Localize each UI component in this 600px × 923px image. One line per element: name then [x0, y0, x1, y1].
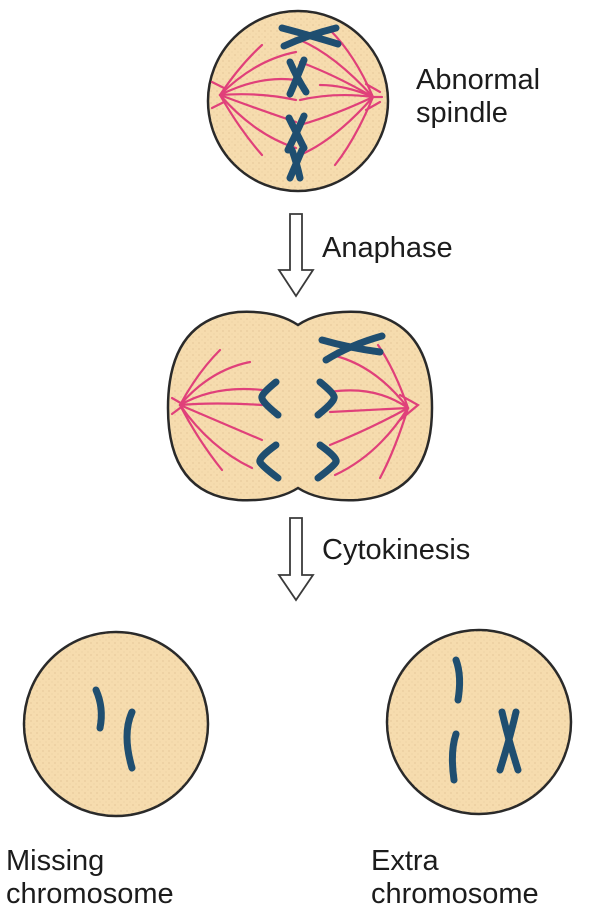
- abnormal-spindle-label-line1: Abnormal: [416, 64, 541, 96]
- cytokinesis-label: Cytokinesis: [322, 534, 471, 566]
- spindle-fibers: [210, 28, 384, 167]
- extra-chromosome-label-line1: Extra: [371, 845, 439, 877]
- missing-chromosome-label-line1: Missing: [6, 845, 105, 877]
- chromosome: [92, 686, 136, 772]
- missing-chromosome-label: Missing chromosome: [6, 845, 174, 911]
- extra-chromosome-label: Extra chromosome: [371, 845, 539, 911]
- anaphase-cell: [166, 310, 434, 502]
- abnormal-spindle-cell: [206, 9, 390, 193]
- chromosome: [278, 24, 342, 182]
- missing-chromosome-label-line2: chromosome: [6, 878, 174, 910]
- missing-chromosome-cell: [22, 630, 210, 818]
- abnormal-spindle-label: Abnormal spindle: [416, 64, 540, 130]
- anaphase-label: Anaphase: [322, 232, 453, 264]
- abnormal-spindle-label-line2: spindle: [416, 97, 508, 129]
- chromosome: [256, 332, 386, 482]
- spindle-fibers: [170, 343, 420, 480]
- extra-chromosome-cell: [385, 628, 573, 816]
- chromosome: [448, 656, 522, 784]
- cytokinesis-arrow: [277, 517, 315, 602]
- anaphase-arrow: [277, 213, 315, 298]
- extra-chromosome-label-line2: chromosome: [371, 878, 539, 910]
